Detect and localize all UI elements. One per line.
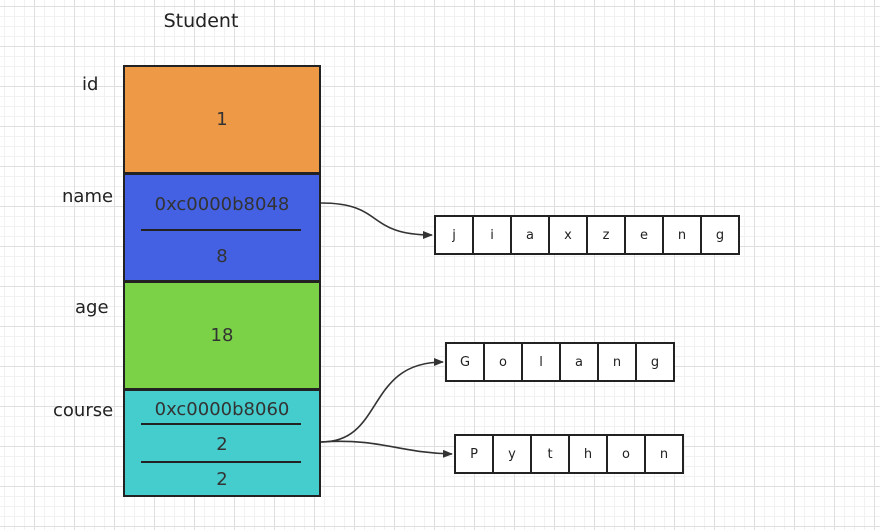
python-char-cell: o — [606, 434, 646, 474]
name-divider — [141, 229, 301, 231]
course-pointer-arrow-1 — [320, 358, 444, 443]
golang-char-cell: a — [559, 342, 599, 382]
course-divider-1 — [141, 423, 301, 425]
struct-title: Student — [163, 10, 239, 32]
field-label-course: course — [53, 400, 114, 421]
python-char-cell: t — [530, 434, 570, 474]
python-char-cell: n — [644, 434, 684, 474]
field-label-name: name — [62, 186, 114, 207]
name-char-cell: g — [700, 215, 740, 255]
golang-char-cell: g — [635, 342, 675, 382]
course-divider-2 — [141, 461, 301, 463]
golang-char-cell: n — [597, 342, 637, 382]
field-block-course: 0xc0000b8060 2 2 — [123, 389, 321, 497]
course-pointer: 0xc0000b8060 — [154, 399, 290, 420]
field-block-name: 0xc0000b8048 8 — [123, 173, 321, 282]
course-pointer-arrow-2 — [320, 440, 453, 458]
name-length: 8 — [216, 246, 228, 267]
field-block-id: 1 — [123, 65, 321, 174]
field-label-id: id — [82, 74, 99, 95]
course-length: 2 — [216, 434, 228, 455]
name-char-cell: z — [586, 215, 626, 255]
name-pointer-arrow — [320, 202, 433, 239]
python-char-cell: P — [454, 434, 494, 474]
field-block-age: 18 — [123, 281, 321, 390]
name-char-cell: n — [662, 215, 702, 255]
id-value: 1 — [216, 109, 228, 130]
field-label-age: age — [75, 297, 109, 318]
age-value: 18 — [210, 325, 234, 346]
name-pointer: 0xc0000b8048 — [154, 194, 290, 215]
course-capacity: 2 — [216, 469, 228, 490]
